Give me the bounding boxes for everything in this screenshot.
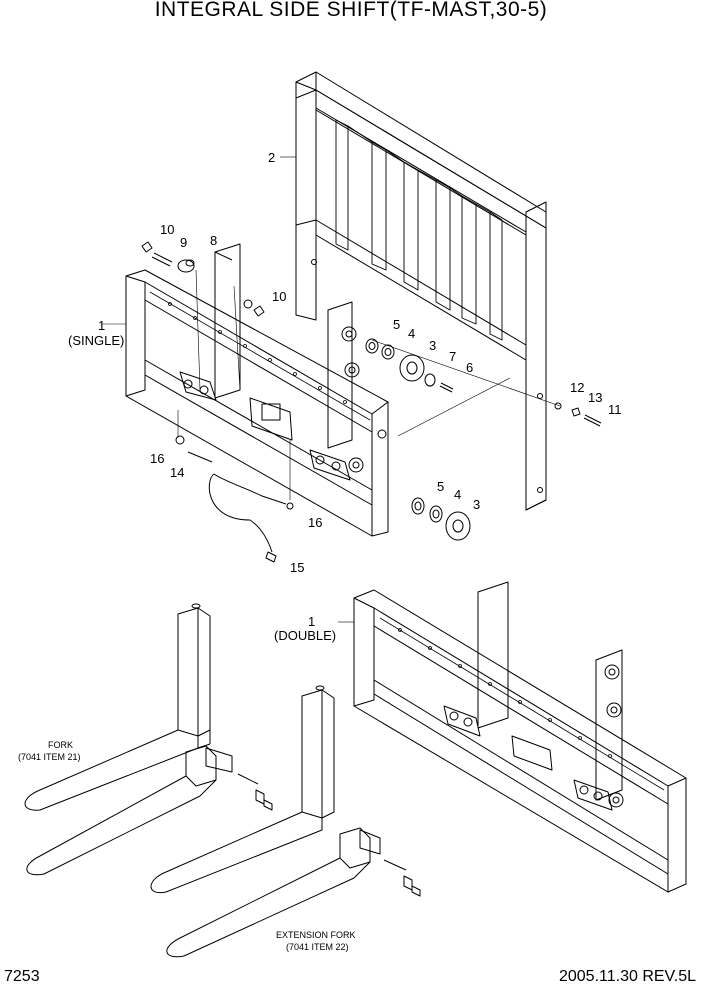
callout-1-double: 1: [308, 614, 315, 629]
callout-10-upper: 10: [160, 222, 174, 237]
callout-1-single: 1: [98, 318, 105, 333]
callout-9: 9: [180, 235, 187, 250]
callout-4-upper: 4: [408, 326, 415, 341]
callout-5-upper: 5: [393, 317, 400, 332]
load-backrest: [295, 71, 547, 511]
date-revision: 2005.11.30 REV.5L: [558, 968, 696, 985]
extension-fork-note-ref: (7041 ITEM 22): [286, 942, 349, 952]
extension-fork-lower: [166, 827, 421, 958]
callout-12: 12: [570, 380, 584, 395]
hose-assembly: [175, 435, 294, 563]
callout-16-left: 16: [150, 451, 164, 466]
callout-2: 2: [268, 150, 275, 165]
callout-single-label: (SINGLE): [68, 333, 124, 348]
extension-fork-note-title: EXTENSION FORK: [276, 930, 356, 940]
callout-3-upper: 3: [429, 338, 436, 353]
bearing-stack-lower: [411, 497, 471, 541]
side-shifter-single: [125, 243, 389, 537]
extension-fork-upper: [26, 745, 273, 876]
callout-10-lower: 10: [272, 289, 286, 304]
side-shifter-double: [338, 581, 687, 893]
page-number: 7253: [4, 968, 40, 985]
callout-15: 15: [290, 560, 304, 575]
callout-5-lower: 5: [437, 479, 444, 494]
callout-8: 8: [210, 233, 217, 248]
fork-note-ref: (7041 ITEM 21): [18, 752, 81, 762]
fork-second: [150, 685, 335, 894]
callout-double-label: (DOUBLE): [274, 628, 336, 643]
fork-note-title: FORK: [48, 740, 73, 750]
callout-labels: 2 1 (SINGLE) 10 9 8 10 5 4 3 7 6 12 13 1…: [18, 150, 622, 952]
callout-7: 7: [449, 349, 456, 364]
callout-16-right: 16: [308, 515, 322, 530]
callout-6: 6: [466, 360, 473, 375]
callout-4-lower: 4: [454, 487, 461, 502]
hardware-items-11-12-13: [554, 402, 602, 427]
bearing-stack-upper: [365, 338, 454, 393]
fork: [24, 603, 211, 811]
callout-11: 11: [608, 402, 622, 417]
callout-13: 13: [588, 390, 602, 405]
diagram-title: INTEGRAL SIDE SHIFT(TF-MAST,30-5): [154, 0, 548, 21]
hardware-items-8-9-10: [141, 241, 265, 317]
callout-14: 14: [170, 465, 184, 480]
callout-3-lower: 3: [473, 497, 480, 512]
leader-lines: [102, 156, 561, 500]
